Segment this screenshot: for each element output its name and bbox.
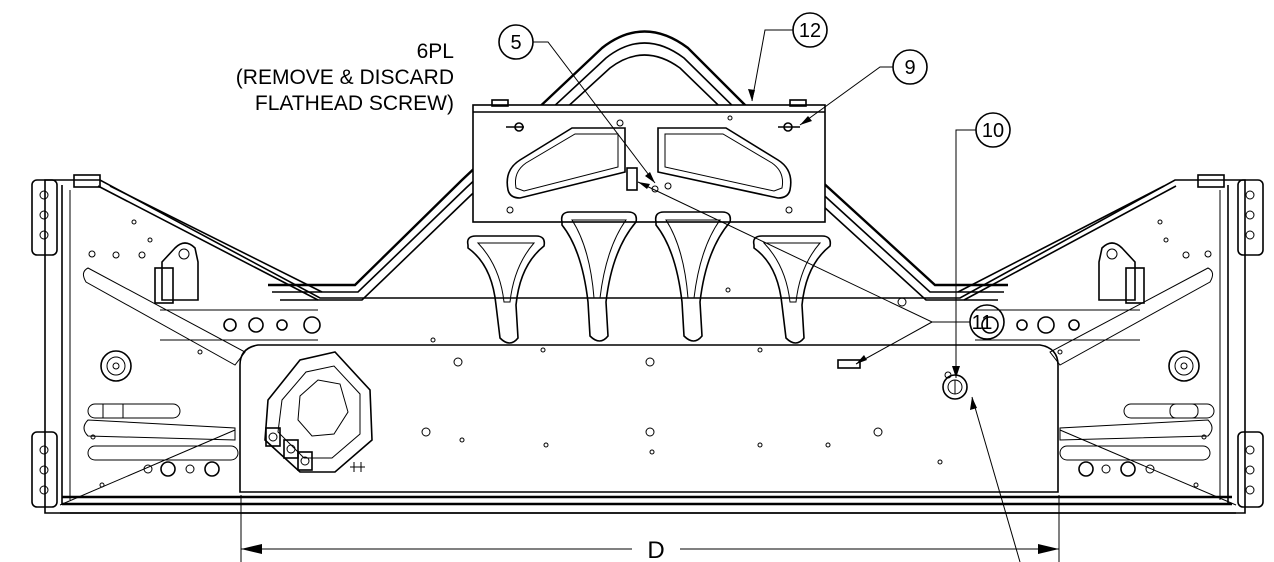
arm-set (466, 211, 832, 344)
note-line-1: 6PL (417, 40, 454, 63)
callout-number: 10 (982, 120, 1004, 142)
callout-number: 12 (799, 20, 821, 42)
right-side-panel (957, 185, 1237, 506)
callout-bubble-10: 10 (975, 112, 1011, 148)
note-text-block: 6PL (REMOVE & DISCARD FLATHEAD SCREW) (236, 40, 454, 115)
callout-number: 5 (510, 32, 521, 54)
leader-lines (533, 29, 1021, 562)
base-tray (31, 174, 1264, 514)
callout-bubble-11: 11 (969, 304, 1005, 340)
callout-bubble-5: 5 (498, 24, 534, 60)
note-line-3: FLATHEAD SCREW) (255, 92, 454, 115)
center-tube-frame (268, 30, 1008, 301)
note-line-2: (REMOVE & DISCARD (236, 66, 454, 89)
callout-number: 9 (904, 57, 915, 79)
callout-bubble-12: 12 (792, 12, 828, 48)
dimension-d: D (240, 495, 1060, 562)
callout-bubble-9: 9 (892, 49, 928, 85)
callout-number: 11 (972, 312, 993, 334)
upper-mounting-plate (472, 99, 826, 223)
dimension-label: D (647, 537, 664, 562)
left-side-panel (59, 185, 323, 506)
panel-holes (421, 287, 968, 465)
connector-block (264, 351, 373, 473)
